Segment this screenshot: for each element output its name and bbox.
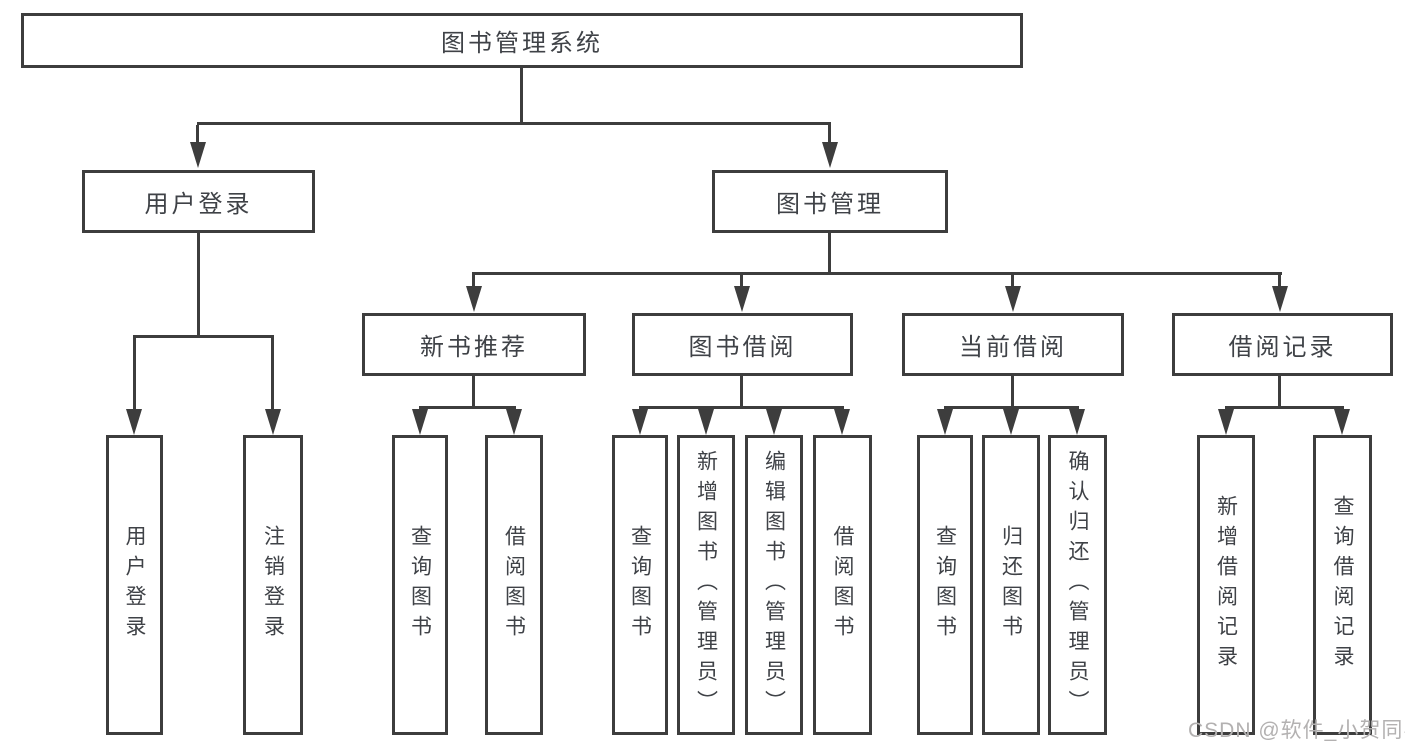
node-system-root: 图书管理系统 bbox=[21, 13, 1023, 68]
arrow-to-current-borrowing bbox=[1005, 286, 1021, 312]
arrow-to-book-management bbox=[822, 142, 838, 168]
leaf-edit-books-admin-label: 编辑图书（管理员） bbox=[762, 450, 786, 720]
node-book-management-label: 图书管理 bbox=[776, 191, 884, 218]
arrow-to-book-borrowing bbox=[734, 286, 750, 312]
leaf-query-borrow-record-label: 查询借阅记录 bbox=[1331, 495, 1354, 675]
leaf-return-books: 归还图书 bbox=[982, 435, 1040, 735]
connector-current-borrowing-branch bbox=[944, 406, 1079, 409]
leaf-user-login: 用户登录 bbox=[106, 435, 163, 735]
connector-borrowing-records-branch bbox=[1225, 406, 1344, 409]
leaf-borrow-books-recommend-label: 借阅图书 bbox=[502, 525, 526, 645]
arrow-to-new-book-recommend bbox=[466, 286, 482, 312]
node-borrowing-records-label: 借阅记录 bbox=[1228, 334, 1337, 361]
arrow-to-borrow-books-borrowing bbox=[834, 409, 850, 435]
leaf-borrow-books-borrowing: 借阅图书 bbox=[813, 435, 872, 735]
node-current-borrowing-label: 当前借阅 bbox=[959, 334, 1067, 361]
connector-stem-leaf-logout bbox=[271, 338, 274, 410]
leaf-edit-books-admin: 编辑图书（管理员） bbox=[745, 435, 803, 735]
leaf-add-books-admin: 新增图书（管理员） bbox=[677, 435, 735, 735]
connector-current-borrowing-trunk bbox=[1011, 376, 1014, 407]
leaf-add-borrow-record-label: 新增借阅记录 bbox=[1214, 495, 1238, 675]
node-user-login: 用户登录 bbox=[82, 170, 315, 233]
connector-stem-current-borrowing bbox=[1011, 275, 1014, 287]
leaf-logout-login-label: 注销登录 bbox=[261, 525, 285, 645]
node-book-management: 图书管理 bbox=[712, 170, 948, 233]
node-new-book-recommend-label: 新书推荐 bbox=[420, 334, 528, 361]
connector-stem-book-borrowing bbox=[740, 275, 743, 287]
leaf-logout-login: 注销登录 bbox=[243, 435, 303, 735]
leaf-confirm-return-admin: 确认归还（管理员） bbox=[1048, 435, 1107, 735]
node-new-book-recommend: 新书推荐 bbox=[362, 313, 586, 376]
connector-book-management-trunk bbox=[828, 232, 831, 273]
connector-stem-leaf-user-login bbox=[133, 338, 136, 410]
node-book-borrowing-label: 图书借阅 bbox=[688, 334, 797, 361]
connector-user-login-branch bbox=[133, 335, 274, 338]
connector-book-borrowing-trunk bbox=[740, 376, 743, 407]
connector-stem-borrowing-records bbox=[1278, 275, 1281, 287]
arrow-to-add-borrow-record bbox=[1218, 409, 1234, 435]
arrow-to-edit-books-admin bbox=[766, 409, 782, 435]
leaf-query-books-borrowing-label: 查询图书 bbox=[628, 525, 652, 645]
connector-stem-new-book-recommend bbox=[472, 275, 475, 287]
node-book-borrowing: 图书借阅 bbox=[632, 313, 853, 376]
connector-borrowing-records-trunk bbox=[1278, 376, 1281, 407]
leaf-confirm-return-admin-label: 确认归还（管理员） bbox=[1066, 450, 1089, 720]
connector-stem-user-login bbox=[196, 125, 199, 143]
arrow-to-return-books bbox=[1003, 409, 1019, 435]
arrow-to-user-login bbox=[190, 142, 206, 168]
arrow-to-confirm-return-admin bbox=[1069, 409, 1085, 435]
node-borrowing-records: 借阅记录 bbox=[1172, 313, 1393, 376]
arrow-to-borrowing-records bbox=[1272, 286, 1288, 312]
leaf-query-books-recommend: 查询图书 bbox=[392, 435, 448, 735]
leaf-query-books-current-label: 查询图书 bbox=[933, 525, 957, 645]
leaf-borrow-books-recommend: 借阅图书 bbox=[485, 435, 543, 735]
connector-book-borrowing-branch bbox=[639, 406, 844, 409]
arrow-to-leaf-user-login bbox=[126, 409, 142, 435]
leaf-query-books-current: 查询图书 bbox=[917, 435, 973, 735]
leaf-borrow-books-borrowing-label: 借阅图书 bbox=[831, 525, 854, 645]
csdn-watermark: CSDN @软件_小贺同学 bbox=[1188, 719, 1405, 742]
leaf-user-login-label: 用户登录 bbox=[123, 525, 146, 645]
arrow-to-query-books-recommend bbox=[412, 409, 428, 435]
leaf-query-books-borrowing: 查询图书 bbox=[612, 435, 668, 735]
arrow-to-query-borrow-record bbox=[1334, 409, 1350, 435]
connector-stem-book-management bbox=[828, 125, 831, 143]
arrow-to-leaf-logout bbox=[265, 409, 281, 435]
connector-new-book-recommend-branch bbox=[419, 406, 516, 409]
connector-root-branch bbox=[197, 122, 831, 125]
leaf-return-books-label: 归还图书 bbox=[999, 525, 1023, 645]
connector-root-trunk bbox=[520, 68, 523, 123]
connector-user-login-trunk bbox=[197, 233, 200, 336]
arrow-to-add-books-admin bbox=[698, 409, 714, 435]
node-system-root-label: 图书管理系统 bbox=[441, 30, 603, 57]
leaf-query-borrow-record: 查询借阅记录 bbox=[1313, 435, 1372, 735]
connector-book-management-branch bbox=[472, 272, 1282, 275]
arrow-to-query-books-borrowing bbox=[632, 409, 648, 435]
arrow-to-borrow-books-recommend bbox=[506, 409, 522, 435]
leaf-query-books-recommend-label: 查询图书 bbox=[408, 525, 432, 645]
node-current-borrowing: 当前借阅 bbox=[902, 313, 1124, 376]
leaf-add-borrow-record: 新增借阅记录 bbox=[1197, 435, 1255, 735]
leaf-add-books-admin-label: 新增图书（管理员） bbox=[694, 450, 718, 720]
connector-new-book-recommend-trunk bbox=[472, 376, 475, 407]
arrow-to-query-books-current bbox=[937, 409, 953, 435]
node-user-login-label: 用户登录 bbox=[144, 191, 253, 218]
